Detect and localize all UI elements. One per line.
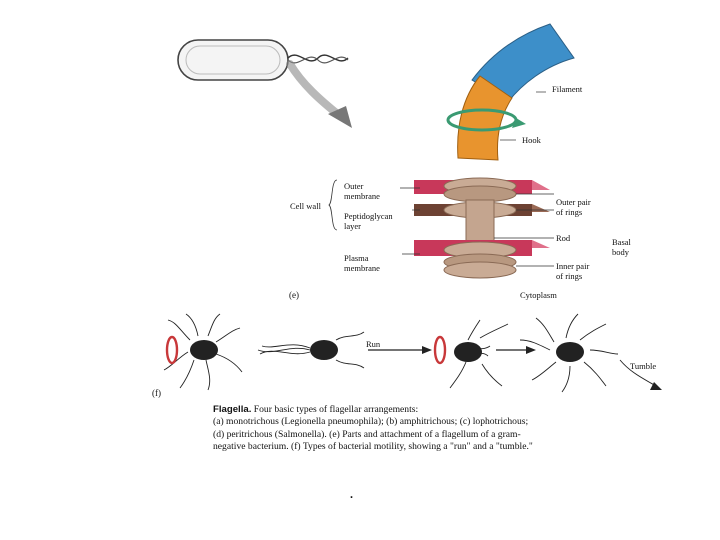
caption-line-2: (d) peritrichous (Salmonella). (e) Parts… bbox=[213, 429, 593, 441]
caption-line-3: negative bacterium. (f) Types of bacteri… bbox=[213, 441, 593, 453]
cytoplasm-label: Cytoplasm bbox=[520, 291, 557, 301]
caption-title: Flagella. bbox=[213, 404, 251, 415]
hook-label: Hook bbox=[522, 136, 541, 146]
tumble-label: Tumble bbox=[630, 362, 656, 372]
footer-mark: . bbox=[350, 487, 353, 502]
cell-wall-label: Cell wall bbox=[290, 202, 321, 212]
figure-caption: Flagella. Four basic types of flagellar … bbox=[213, 404, 593, 454]
caption-line-1: (a) monotrichous (Legionella pneumophila… bbox=[213, 416, 593, 428]
panel-e-label: (e) bbox=[289, 290, 299, 300]
filament-label: Filament bbox=[552, 85, 582, 95]
run-tumble-diagram bbox=[150, 310, 670, 402]
rod-label: Rod bbox=[556, 234, 570, 244]
panel-f-label: (f) bbox=[152, 388, 161, 398]
caption-intro: Four basic types of flagellar arrangemen… bbox=[254, 404, 418, 415]
cell-wall-bracket bbox=[327, 178, 341, 232]
run-label: Run bbox=[366, 340, 380, 350]
